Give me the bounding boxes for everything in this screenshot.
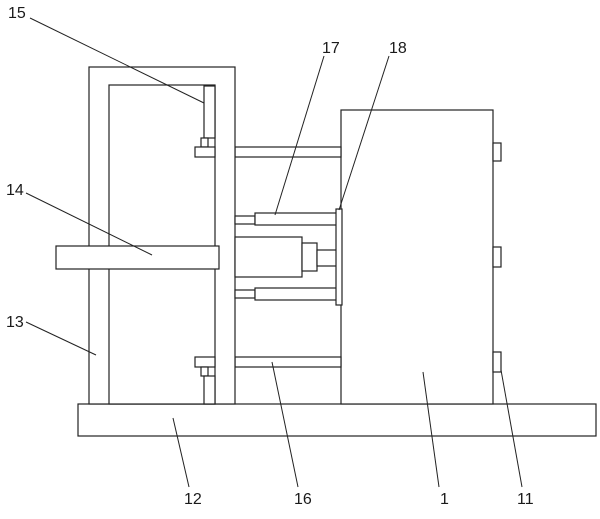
label-16: 16 [294, 491, 312, 508]
lower-clamp-block [194, 356, 216, 368]
push-plate [335, 208, 343, 306]
central-housing [234, 236, 303, 278]
leader-14 [25, 192, 153, 256]
label-13: 13 [6, 314, 24, 331]
central-collar [301, 242, 318, 272]
leader-13 [25, 321, 97, 356]
lower-pusher-rod [234, 289, 256, 299]
side-bump-middle [492, 246, 502, 268]
label-18: 18 [389, 40, 407, 57]
side-bump-top [492, 142, 502, 162]
upper-cylinder-rod [200, 137, 209, 148]
upper-pusher-rod [234, 215, 256, 225]
through-shaft [55, 245, 220, 270]
leader-16 [271, 361, 299, 488]
leader-17 [274, 55, 325, 216]
side-bump-bottom [492, 351, 502, 373]
label-11: 11 [517, 491, 534, 508]
central-shaft [316, 249, 338, 267]
upper-pusher-body [254, 212, 338, 226]
label-12: 12 [184, 491, 202, 508]
lower-cylinder-body [203, 375, 216, 405]
lower-cylinder-rod [200, 366, 209, 377]
label-14: 14 [6, 182, 24, 199]
upper-clamp-block [194, 146, 216, 158]
lower-pusher-body [254, 287, 338, 301]
base-plate [77, 403, 597, 437]
leader-15 [29, 17, 205, 104]
label-1: 1 [440, 491, 449, 508]
frame-inner-opening [108, 84, 216, 405]
label-17: 17 [322, 40, 340, 57]
lower-guide-rod [234, 356, 342, 368]
leader-18 [338, 55, 390, 211]
upper-guide-rod [234, 146, 342, 158]
main-body [340, 109, 494, 405]
leader-1 [422, 371, 440, 488]
leader-11 [500, 369, 523, 488]
leader-12 [172, 417, 190, 488]
label-15: 15 [8, 5, 26, 22]
upper-cylinder-body [203, 85, 216, 139]
